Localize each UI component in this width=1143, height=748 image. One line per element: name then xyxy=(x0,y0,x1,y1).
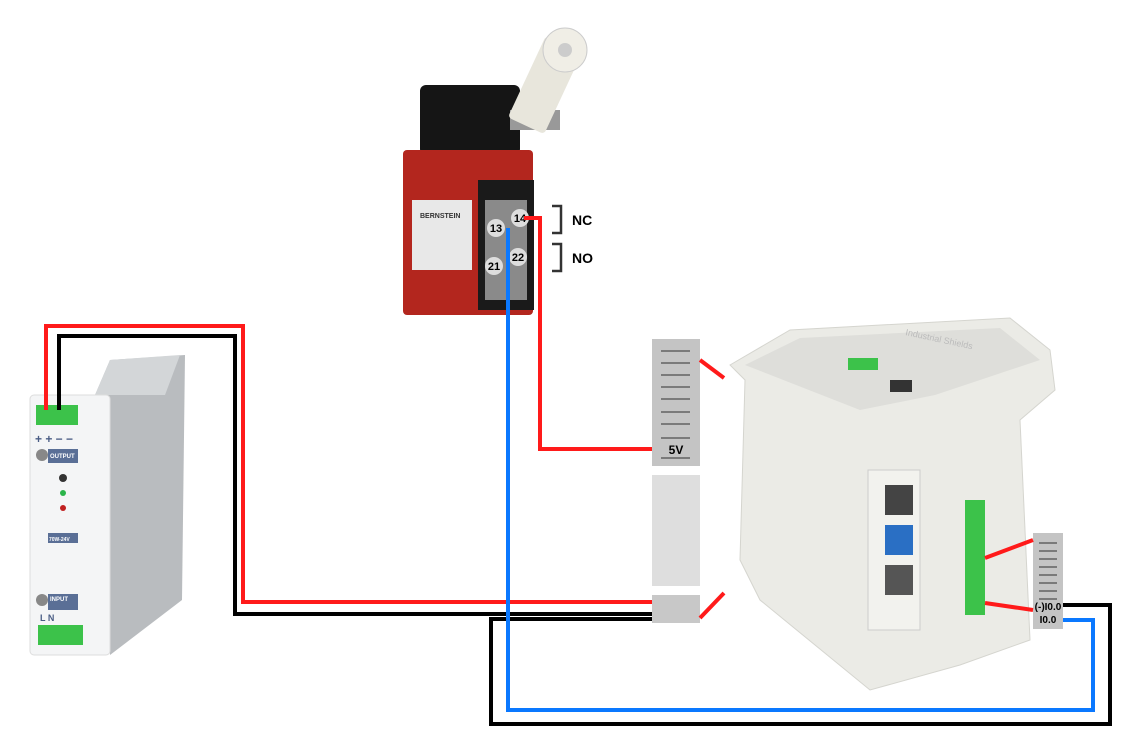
usb-port-icon xyxy=(885,485,913,515)
leader-5v xyxy=(698,358,726,380)
ethernet-port-icon xyxy=(885,565,913,595)
terminal-21: 21 xyxy=(488,261,500,273)
wire-positive-24v xyxy=(44,324,652,604)
nc-bracket xyxy=(552,204,563,235)
wire-signal-i0-0 xyxy=(506,228,1095,712)
wire-5v-to-switch xyxy=(524,216,652,451)
rating-label: 70W-24V xyxy=(49,537,70,543)
terminal-22: 22 xyxy=(512,252,524,264)
voltage-adjust-knob xyxy=(59,474,67,482)
dc-ok-led-icon xyxy=(60,490,66,496)
plc-io-connector-2 xyxy=(965,560,985,615)
connector-power-input xyxy=(652,595,700,623)
limit-switch: BERNSTEIN 13 14 21 22 NC NO xyxy=(403,27,593,315)
pin-common-label: (-)I0.0 xyxy=(1035,602,1062,613)
plc-controller: Industrial Shields xyxy=(729,317,1056,691)
pin-i0-0-label: I0.0 xyxy=(1040,615,1057,626)
no-label: NO xyxy=(572,250,593,266)
leader-power xyxy=(698,591,726,620)
wire-negative-0v xyxy=(57,334,652,616)
wire-negative-to-common xyxy=(489,603,1112,726)
input-terminals-label: L N xyxy=(40,613,54,623)
usb3-port-icon xyxy=(885,525,913,555)
dc-low-led-icon xyxy=(60,505,66,511)
mounting-screw-icon xyxy=(36,449,48,461)
nc-label: NC xyxy=(572,212,592,228)
plc-io-connector-1 xyxy=(965,500,985,560)
plc-top-port xyxy=(890,380,912,392)
polarity-label: + + − − xyxy=(35,432,73,446)
leader-io-bottom xyxy=(984,601,1034,612)
connector-5v-block: 5V xyxy=(652,339,700,466)
switch-brand: BERNSTEIN xyxy=(420,213,460,220)
input-terminal-block xyxy=(38,625,83,645)
leader-io-top xyxy=(984,538,1034,560)
terminal-13: 13 xyxy=(490,223,502,235)
pin-5v-label: 5V xyxy=(669,443,684,457)
no-bracket xyxy=(552,242,563,273)
plc-top-connector xyxy=(848,358,878,370)
output-label: OUTPUT xyxy=(50,454,75,460)
power-supply: + + − − OUTPUT 70W-24V INPUT L N xyxy=(29,355,185,656)
mounting-screw-icon xyxy=(36,594,48,606)
terminal-14: 14 xyxy=(514,213,527,225)
input-label: INPUT xyxy=(50,597,68,603)
connector-io-block: (-)I0.0 I0.0 xyxy=(1033,533,1063,629)
connector-blank xyxy=(652,475,700,586)
